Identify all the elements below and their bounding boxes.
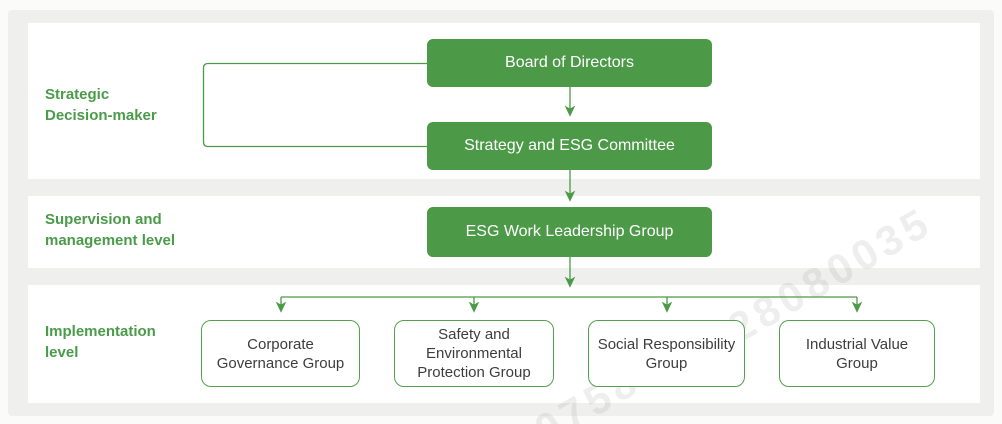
node-corporate-governance-group: Corporate Governance Group xyxy=(201,320,360,387)
node-safety-environmental-protection-group: Safety and Environmental Protection Grou… xyxy=(394,320,554,387)
node-esg-work-leadership-group: ESG Work Leadership Group xyxy=(427,207,712,257)
node-industrial-value-group: Industrial Value Group xyxy=(779,320,935,387)
row-label-implementation-level: Implementation level xyxy=(45,323,156,361)
node-board-of-directors: Board of Directors xyxy=(427,39,712,87)
row-label-strategic-decision-maker: Strategic Decision-maker xyxy=(45,86,157,124)
node-strategy-esg-committee: Strategy and ESG Committee xyxy=(427,122,712,170)
node-social-responsibility-group: Social Responsibility Group xyxy=(588,320,745,387)
row-label-supervision-management-level: Supervision and management level xyxy=(45,211,176,249)
